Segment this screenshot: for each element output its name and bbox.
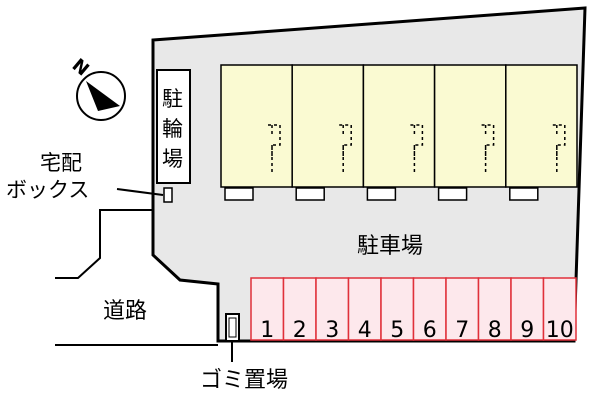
parking-space (412, 277, 447, 341)
bicycle-parking-char: 駐 (162, 87, 183, 111)
road-edge-curve (55, 209, 153, 279)
parking-space (510, 277, 545, 341)
unit-stair-outline (410, 124, 424, 175)
parking-space-number: 4 (358, 318, 372, 343)
parking-space (380, 277, 415, 341)
road-label: 道路 (103, 299, 147, 324)
compass-north-icon: N (68, 55, 126, 121)
parking-space-number: 5 (390, 318, 404, 343)
apartment-unit (220, 64, 293, 201)
parking-space-number: 2 (293, 318, 307, 343)
apartment-unit (505, 64, 578, 201)
unit-stair-outline (552, 124, 566, 175)
parking-space-number: 8 (488, 318, 502, 343)
bicycle-parking-label: 駐輪場 (162, 87, 183, 171)
parking-space (445, 277, 480, 341)
delivery-box-label-line2: ボックス (6, 178, 89, 202)
unit-balcony (295, 187, 325, 201)
apartment-unit (362, 64, 436, 201)
unit-balcony (366, 187, 397, 201)
bicycle-parking-char: 場 (162, 147, 183, 171)
apartment-building (220, 64, 578, 201)
parking-space (250, 277, 285, 341)
unit-floor (505, 64, 578, 188)
apartment-unit (291, 64, 365, 201)
unit-stair-outline (481, 124, 495, 175)
delivery-box (163, 187, 173, 203)
unit-floor (220, 64, 293, 188)
bicycle-parking-char: 輪 (162, 117, 183, 141)
unit-floor (291, 64, 365, 188)
apartment-unit (433, 64, 507, 201)
parking-space-number: 7 (455, 318, 469, 343)
bicycle-parking-area (156, 69, 191, 184)
unit-balcony (224, 187, 254, 201)
delivery-box-label-line1: 宅配 (40, 151, 82, 175)
parking-space (282, 277, 317, 341)
unit-floor (433, 64, 507, 188)
parking-space (315, 277, 350, 341)
parking-space-number: 3 (325, 318, 339, 343)
unit-balcony (437, 187, 468, 201)
unit-balcony (509, 187, 539, 201)
parking-lot-label: 駐車場 (357, 234, 423, 259)
parking-space (542, 277, 577, 341)
parking-space-number: 6 (423, 318, 437, 343)
parking-space-number: 9 (520, 318, 534, 343)
garbage-label: ゴミ置場 (200, 368, 288, 393)
delivery-box-leader (116, 188, 164, 196)
unit-stair-outline (268, 124, 281, 175)
garbage-area-inner (228, 317, 237, 338)
parking-space-number: 1 (260, 318, 274, 343)
unit-stair-outline (339, 124, 352, 175)
unit-floor (362, 64, 436, 188)
parking-space-number: 10 (546, 318, 574, 343)
